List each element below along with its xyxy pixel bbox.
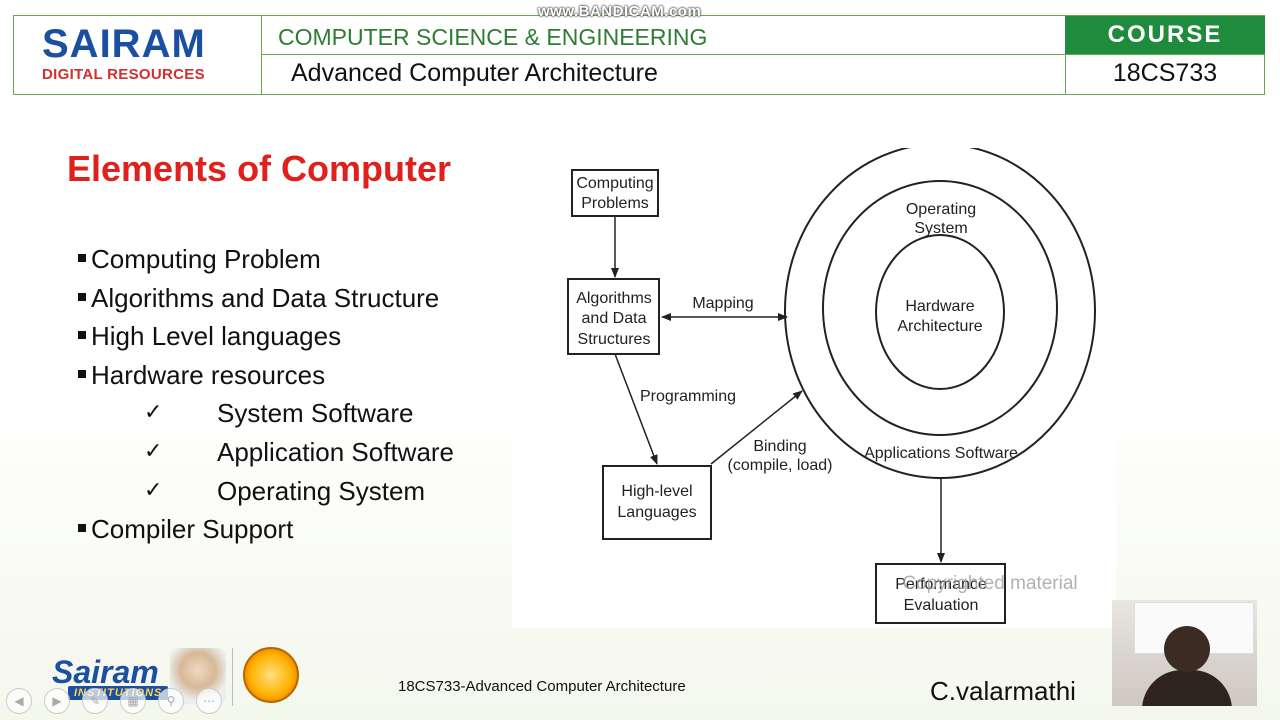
algorithms-box <box>567 278 660 355</box>
checkmark-icon: ✓ <box>144 438 163 464</box>
high-level-languages-box <box>602 465 712 540</box>
bullet-text: Algorithms and Data Structure <box>91 282 440 313</box>
square-bullet-icon <box>78 369 86 378</box>
zoom-icon[interactable]: ⚲ <box>158 688 184 714</box>
hardware-ring-label: Architecture <box>897 318 982 335</box>
square-bullet-icon <box>78 331 86 340</box>
box-text: Computing <box>576 175 653 192</box>
sairam-logo: SAIRAM <box>42 22 206 66</box>
hardware-ring-label: Hardware <box>905 298 974 315</box>
sub-item-text: Operating System <box>217 475 426 506</box>
box-text: Structures <box>578 331 651 348</box>
checkmark-icon: ✓ <box>144 477 163 503</box>
footer-course-label: 18CS733-Advanced Computer Architecture <box>398 678 686 695</box>
square-bullet-icon <box>78 254 86 263</box>
course-code-value: 18CS733 <box>1112 59 1218 87</box>
pen-icon[interactable]: ✎ <box>82 688 108 714</box>
computer-elements-diagram: Computing Problems Algorithms and Data S… <box>512 148 1116 628</box>
checkmark-icon: ✓ <box>144 400 163 426</box>
presenter-head <box>1164 626 1210 672</box>
sairam-institutions-logo: Sairam <box>52 654 159 690</box>
slide-title: Elements of Computer <box>67 148 452 189</box>
computing-problems-box <box>571 169 659 217</box>
more-icon[interactable]: ⋯ <box>196 688 222 714</box>
presenter-body <box>1142 670 1232 706</box>
author-name: C.valarmathi <box>930 676 1076 706</box>
bullet-text: Computing Problem <box>91 244 321 274</box>
sub-item-text: System Software <box>217 398 414 429</box>
institution-seal-icon <box>243 647 299 703</box>
box-text: High-level <box>621 483 692 500</box>
box-text: Performance <box>895 576 987 593</box>
binding-label: (compile, load) <box>728 457 833 474</box>
bullet-text: Hardware resources <box>91 359 326 390</box>
box-text: Problems <box>581 195 649 212</box>
sub-list-item: ✓ Operating System <box>78 472 518 511</box>
bullet-text: High Level languages <box>91 321 342 352</box>
bullet-text: Compiler Support <box>91 514 294 545</box>
header-divider <box>261 54 1264 55</box>
next-icon[interactable]: ▶ <box>44 688 70 714</box>
prev-icon[interactable]: ◀ <box>6 688 32 714</box>
course-code-label: COURSE CODE <box>1065 16 1265 86</box>
department-label: COMPUTER SCIENCE & ENGINEERING <box>278 24 708 50</box>
performance-evaluation-box <box>875 563 1006 624</box>
mapping-label: Mapping <box>692 295 753 312</box>
sub-list-item: ✓ System Software <box>78 394 518 433</box>
os-ring-label: Operating <box>906 201 976 218</box>
footer-separator <box>232 648 233 706</box>
box-text: and Data <box>582 310 647 327</box>
sub-list-item: ✓ Application Software <box>78 433 518 472</box>
diagram-svg: Computing Problems Algorithms and Data S… <box>567 148 1096 624</box>
inner-ring <box>875 234 1005 390</box>
copyright-watermark: Copyrighted material <box>902 573 1077 594</box>
list-item: High Level languages <box>78 317 518 356</box>
recorder-watermark: www.BANDICAM.com <box>538 3 702 20</box>
list-item: Compiler Support <box>78 510 518 549</box>
programming-arrow <box>614 353 658 465</box>
logo-cell: SAIRAM DIGITAL RESOURCES <box>14 16 262 94</box>
digital-resources-label: DIGITAL RESOURCES <box>42 66 205 83</box>
box-text: Evaluation <box>904 597 979 614</box>
box-text: Languages <box>617 504 696 521</box>
code-separator <box>1065 54 1066 94</box>
os-ring-label: System <box>914 220 967 237</box>
slides-icon[interactable]: ▦ <box>120 688 146 714</box>
list-item: Algorithms and Data Structure <box>78 279 518 318</box>
programming-label: Programming <box>640 388 736 405</box>
slide-header: SAIRAM DIGITAL RESOURCES COMPUTER SCIENC… <box>13 15 1265 95</box>
bullet-list: Computing Problem Algorithms and Data St… <box>78 240 518 549</box>
binding-label: Binding <box>753 438 806 455</box>
outer-ring <box>784 148 1096 479</box>
box-text: Algorithms <box>576 290 652 307</box>
applications-ring-label: Applications Software <box>864 445 1018 462</box>
square-bullet-icon <box>78 524 86 533</box>
binding-arrow <box>710 390 803 465</box>
presenter-webcam <box>1112 600 1257 706</box>
list-item: Hardware resources <box>78 356 518 395</box>
middle-ring <box>822 180 1058 436</box>
course-title: Advanced Computer Architecture <box>291 59 658 87</box>
sub-item-text: Application Software <box>217 436 455 467</box>
list-item: Computing Problem <box>78 240 518 279</box>
square-bullet-icon <box>78 292 86 301</box>
